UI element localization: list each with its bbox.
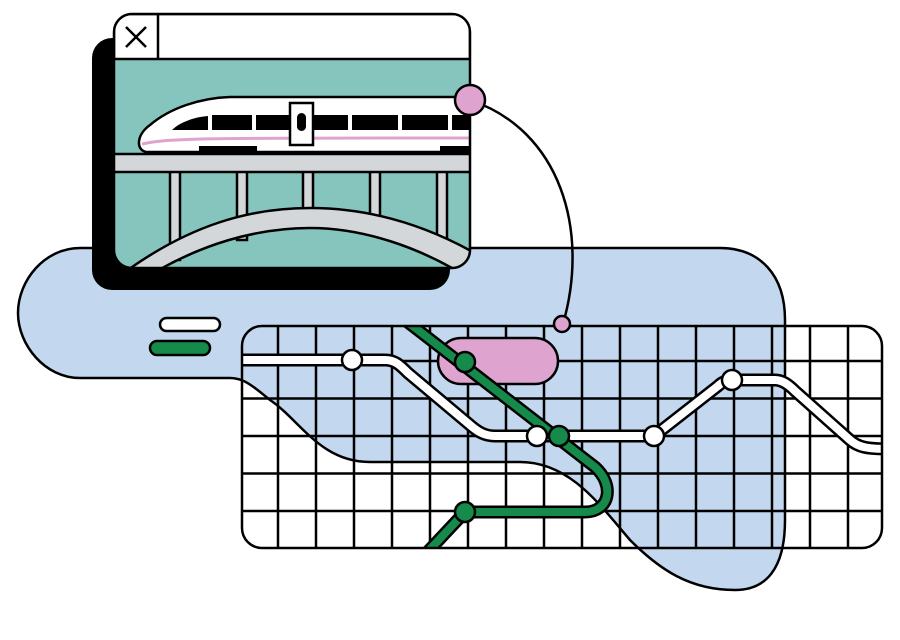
station-green[interactable] (453, 350, 477, 374)
connector-start-dot (453, 83, 487, 117)
bridge-icon (114, 152, 470, 268)
station-white[interactable] (340, 348, 364, 372)
station-white[interactable] (642, 424, 666, 448)
close-icon (125, 26, 147, 48)
legend-white-bar (158, 316, 222, 333)
window-titlebar (114, 14, 470, 61)
connector-end-dot (552, 314, 572, 334)
close-button[interactable] (114, 14, 160, 59)
station-white[interactable] (525, 424, 549, 448)
train-icon (137, 95, 470, 154)
connector-line (469, 98, 574, 325)
station-green[interactable] (453, 500, 477, 524)
photo-window (112, 12, 472, 270)
transit-map (240, 324, 884, 550)
legend-green-bar (148, 339, 212, 357)
station-green[interactable] (547, 424, 571, 448)
station-white[interactable] (720, 368, 744, 392)
